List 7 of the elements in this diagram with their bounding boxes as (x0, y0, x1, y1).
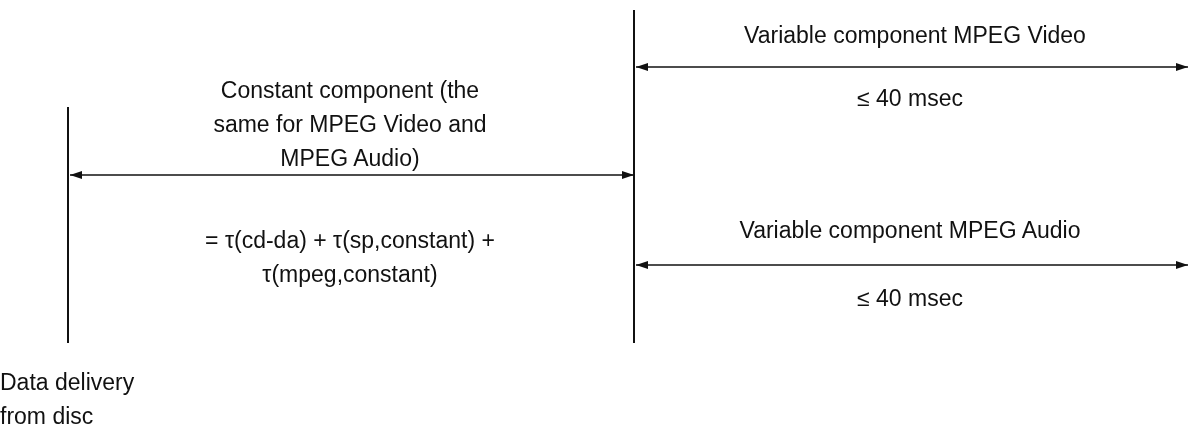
annotation-text: Variable component MPEG Video (743, 21, 1087, 50)
annotation-text: ≤ 40 msec (856, 284, 964, 313)
annotation-text: Variable component MPEG Audio (738, 216, 1082, 245)
annotation-text: ≤ 40 msec (856, 84, 964, 113)
annotation-text: Constant component (the same for MPEG Video and MPEG Audio) (212, 76, 488, 173)
annotation-text: Data delivery from disc (0, 368, 136, 431)
annotation-text: = τ(cd-da) + τ(sp,constant) + τ(mpeg,constant) (204, 226, 496, 289)
